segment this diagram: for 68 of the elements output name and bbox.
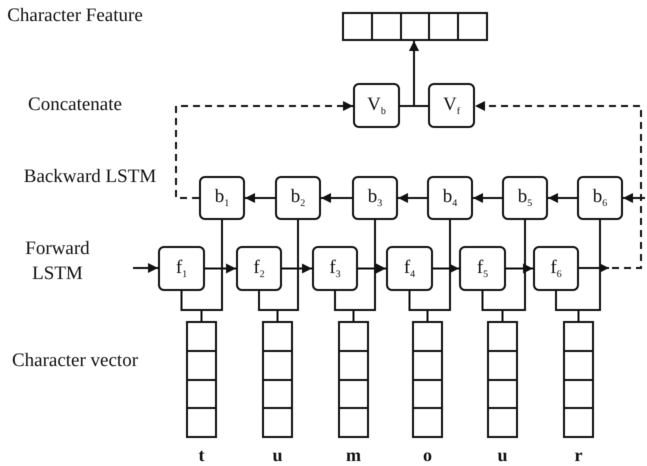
arrow [548,193,577,203]
concat-box [353,83,400,128]
row-label: Character Feature [6,4,144,28]
arrow [433,264,459,274]
lstm-cell [312,246,358,291]
character-label: t [198,446,206,464]
connector-line [200,220,223,321]
dashed-arrow [175,101,353,199]
row-label: Backward LSTM [22,165,158,189]
arrow [133,263,158,273]
arrow [579,263,609,273]
connector-line [352,220,376,321]
lstm-cell [386,246,433,291]
cell-label: f$_{3}$ [329,258,341,280]
arrow [409,41,428,107]
lstm-cell [236,246,282,291]
row-label: Concatenate [27,93,123,117]
cell-label: b$_{6}$ [592,187,608,209]
connector-line [276,220,299,321]
lstm-cell [352,176,398,220]
arrow [282,264,312,274]
arrow [205,264,236,274]
lstm-cell [158,246,205,291]
lstm-cell [577,176,623,220]
character-vector [563,321,594,438]
row-label: Forward LSTM [24,237,91,286]
character-label: u [496,446,508,464]
arrow [245,193,275,203]
character-vector [186,321,217,438]
lstm-cell [533,246,579,291]
connector-line [578,220,601,321]
character-vector [338,321,369,438]
character-label: m [345,446,362,464]
character-label: o [422,446,433,464]
cell-label: V$_{f}$ [442,94,460,116]
character-vector [262,321,293,438]
lstm-cell [459,246,506,291]
connector-line [502,220,526,321]
arrow [506,264,533,274]
connector-line [426,220,451,321]
cell-label: f$_{4}$ [404,258,416,280]
character-label: u [271,446,284,464]
cell-label: f$_{2}$ [253,258,265,280]
cell-label: f$_{6}$ [550,258,562,280]
concat-box [428,83,475,128]
cell-label: V$_{b}$ [367,94,386,116]
arrow [358,264,386,274]
dashed-arrow [475,101,642,269]
cell-label: f$_{1}$ [176,258,188,280]
cell-label: f$_{5}$ [476,258,488,280]
character-vector [412,321,443,438]
lstm-cell [502,176,548,220]
lstm-cell [427,176,473,220]
cell-label: b$_{2}$ [290,187,306,209]
cell-label: b$_{3}$ [368,187,382,209]
arrow [473,193,502,203]
arrow [623,193,645,203]
character-vector [487,321,518,438]
cell-label: b$_{1}$ [214,187,230,209]
character-label: r [574,446,584,464]
cell-label: b$_{5}$ [518,187,532,209]
lstm-cell [199,176,245,220]
cell-label: b$_{4}$ [442,187,458,209]
row-label: Character vector [10,349,140,373]
arrow [398,193,427,203]
arrow [321,193,352,203]
feature-vector [342,12,488,41]
lstm-cell [275,176,321,220]
